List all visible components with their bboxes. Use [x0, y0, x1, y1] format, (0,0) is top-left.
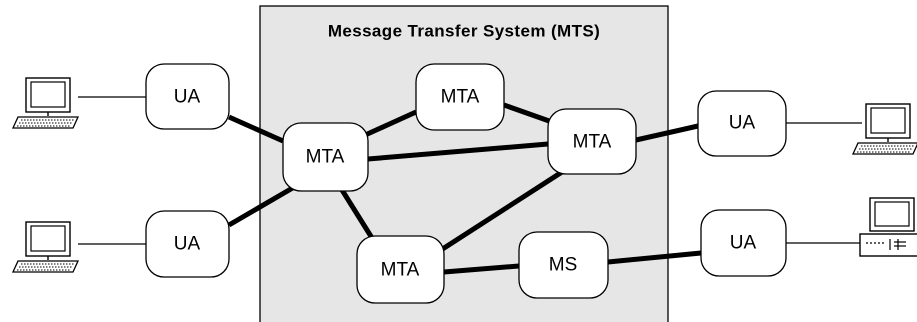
link-mta-left-mta-right — [367, 141, 549, 162]
link-mta-right-ua-top-right — [635, 123, 699, 143]
mta-label: MTA — [381, 260, 420, 281]
mta-node-right: MTA — [547, 108, 637, 175]
computer-terminal-icon — [851, 103, 917, 155]
mta-node-top: MTA — [415, 63, 505, 131]
ua-label: UA — [729, 113, 756, 134]
computer-terminal-icon — [11, 221, 80, 273]
ms-node: MS — [518, 231, 609, 299]
transfer-links — [227, 102, 702, 275]
desktop-computer-icon — [859, 197, 917, 257]
ua-label: UA — [730, 233, 757, 254]
mta-node-left: MTA — [282, 122, 369, 192]
mta-label: MTA — [573, 132, 612, 153]
link-ua-bottom-left-mta-left — [227, 183, 298, 228]
link-mta-right-mta-bottom — [439, 169, 564, 253]
mta-label: MTA — [441, 87, 480, 108]
ua-node-top-right: UA — [697, 90, 787, 157]
link-ms-ua-bottom-right — [607, 250, 702, 265]
mta-node-bottom: MTA — [356, 235, 445, 304]
link-mta-bottom-ms — [443, 263, 520, 275]
ua-label: UA — [174, 234, 201, 255]
terminal-links — [78, 96, 862, 245]
link-mta-left-mta-top — [361, 109, 418, 139]
mts-title: Message Transfer System (MTS) — [328, 22, 600, 41]
link-ua-top-left-mta-left — [227, 114, 285, 144]
ua-node-bottom-right: UA — [700, 209, 787, 277]
ua-node-top-left: UA — [145, 63, 230, 130]
link-mta-top-mta-right — [503, 102, 553, 125]
mta-label: MTA — [306, 147, 345, 168]
ua-node-bottom-left: UA — [145, 210, 230, 278]
computer-terminal-icon — [11, 77, 80, 129]
ua-label: UA — [174, 87, 201, 108]
link-mta-left-mta-bottom — [339, 188, 375, 240]
ms-label: MS — [549, 255, 578, 276]
